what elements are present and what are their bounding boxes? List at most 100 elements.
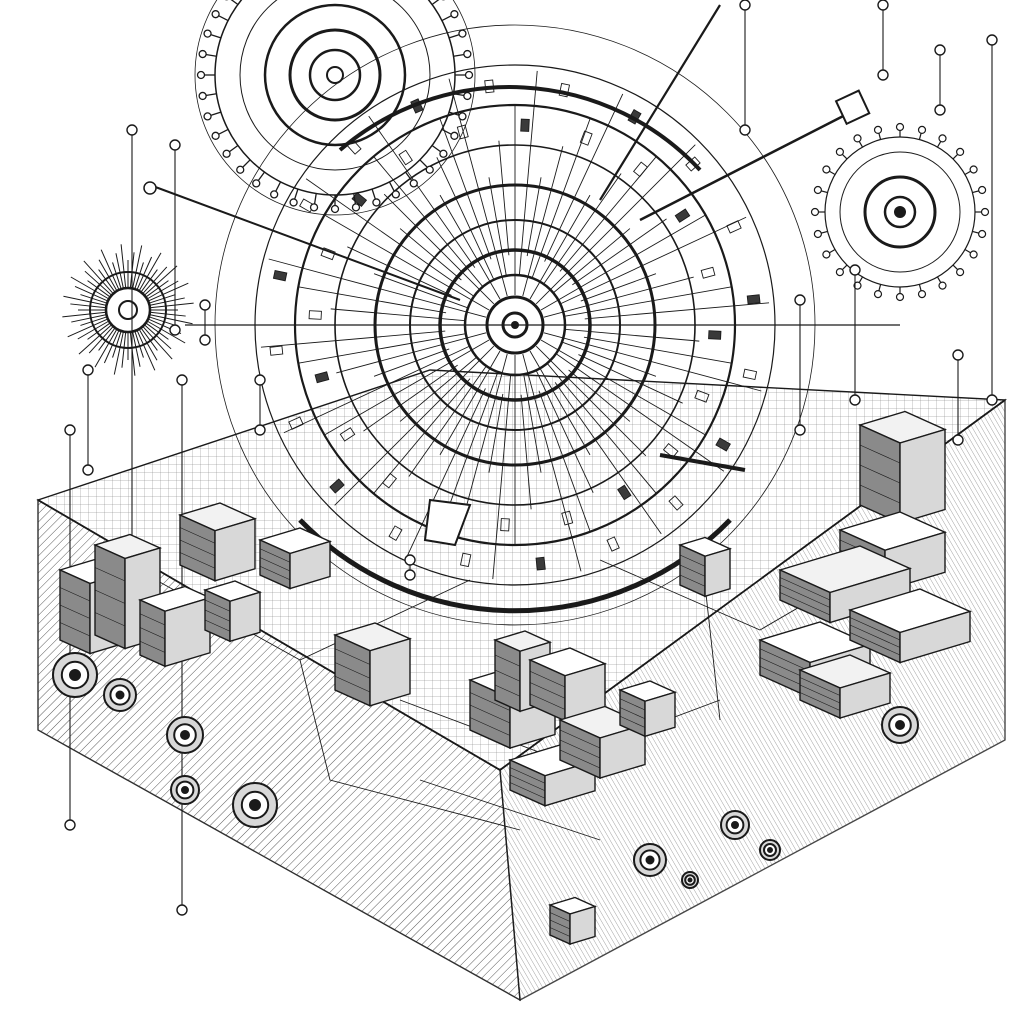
gear-tooth-tip (969, 250, 978, 259)
gear-tooth-tip (236, 165, 245, 174)
probe-node (169, 324, 181, 336)
block-right (569, 905, 596, 945)
gear-tooth-tip (853, 134, 862, 143)
block-right (899, 610, 971, 664)
disc-spoke (531, 118, 591, 279)
burst-spike (134, 262, 144, 290)
burst-spike (103, 329, 120, 364)
side-face-ports (52, 652, 919, 889)
machine-block (678, 536, 732, 598)
block-detail (849, 632, 901, 656)
block-right (214, 517, 256, 582)
block-detail (509, 767, 546, 784)
burst-spike (83, 260, 114, 294)
disc-spoke (583, 336, 732, 364)
block-detail (494, 654, 521, 667)
disc-spoke (406, 388, 486, 557)
machine-block (138, 585, 212, 668)
burst-spike (80, 294, 108, 304)
gear-tooth-tip (813, 185, 822, 195)
disc-spoke (560, 216, 747, 305)
port-core (181, 786, 189, 794)
burst-spike (148, 294, 176, 304)
block-detail (494, 669, 521, 682)
block-detail (779, 584, 831, 608)
machine-block (848, 588, 972, 664)
block-detail (59, 604, 91, 619)
disc-segment (520, 118, 530, 132)
burst-spike (147, 282, 189, 302)
block-detail (529, 682, 566, 699)
burst-spike (145, 280, 169, 298)
block-detail (779, 577, 831, 601)
block-detail (204, 599, 231, 612)
disc-segment (456, 124, 469, 140)
spiky-burst-left (62, 244, 194, 376)
disc-spoke (439, 118, 492, 260)
disc-segment (339, 427, 356, 442)
disc-spoke (529, 194, 591, 300)
hanging-probe-pins (64, 0, 998, 916)
port-core (180, 730, 190, 740)
disc-segment (700, 266, 716, 279)
probe-node (64, 819, 76, 831)
disc-segment (314, 371, 330, 384)
machine-block (178, 502, 257, 582)
disc-segment (742, 368, 758, 381)
disc-spoke (518, 70, 538, 276)
probe-node (199, 299, 211, 311)
disc-segment (381, 472, 398, 489)
gear-tooth-tip (409, 179, 418, 188)
block-detail (799, 692, 841, 711)
gear-tooth-tip (211, 131, 220, 140)
burst-spike (149, 302, 194, 309)
block-detail (559, 729, 601, 749)
disc-spoke (529, 350, 591, 456)
gear-tooth-tip (969, 165, 978, 174)
probe-node (934, 44, 946, 56)
gear-tooth-tip (203, 112, 212, 121)
disc-spoke (363, 364, 458, 432)
gear-tooth-tip (980, 207, 990, 217)
block-detail (334, 662, 371, 679)
disc-spoke (543, 276, 694, 318)
gear-tooth-tip (211, 10, 220, 19)
block-right (369, 637, 411, 707)
block-detail (549, 912, 571, 922)
gear-tooth-tip (309, 203, 319, 212)
gear-tooth-tip (289, 198, 298, 207)
disc-spoke (439, 350, 501, 456)
burst-spike (140, 327, 158, 351)
gear-tooth-tip (835, 268, 844, 277)
disc-segment (561, 510, 574, 526)
burst-spike (136, 256, 153, 291)
gear-teeth (810, 122, 990, 302)
burst-spike (146, 280, 179, 300)
gear-tooth-tip (450, 10, 459, 19)
disc-spoke (540, 214, 706, 311)
disc-spoke (373, 156, 484, 287)
block-detail (469, 692, 511, 711)
probe-node (877, 0, 889, 11)
block-detail (509, 774, 546, 792)
probe-node (952, 434, 964, 446)
disc-segment (398, 149, 413, 166)
block-detail (59, 622, 91, 637)
burst-spike (145, 322, 169, 340)
disc-spoke (399, 356, 477, 422)
disc-spoke (336, 332, 487, 374)
disc-spoke (520, 394, 532, 510)
block-detail (619, 707, 646, 720)
disc-spoke (260, 330, 446, 348)
burst-spike (74, 285, 109, 302)
burst-spike (98, 259, 118, 292)
block-detail (139, 613, 166, 626)
central-radial-disc (185, 24, 900, 626)
disc-spoke (546, 363, 657, 494)
disc-spoke (564, 286, 732, 317)
block-detail (799, 677, 841, 696)
disc-spoke (324, 339, 490, 436)
burst-spike (80, 316, 108, 326)
probe-node (169, 139, 181, 151)
